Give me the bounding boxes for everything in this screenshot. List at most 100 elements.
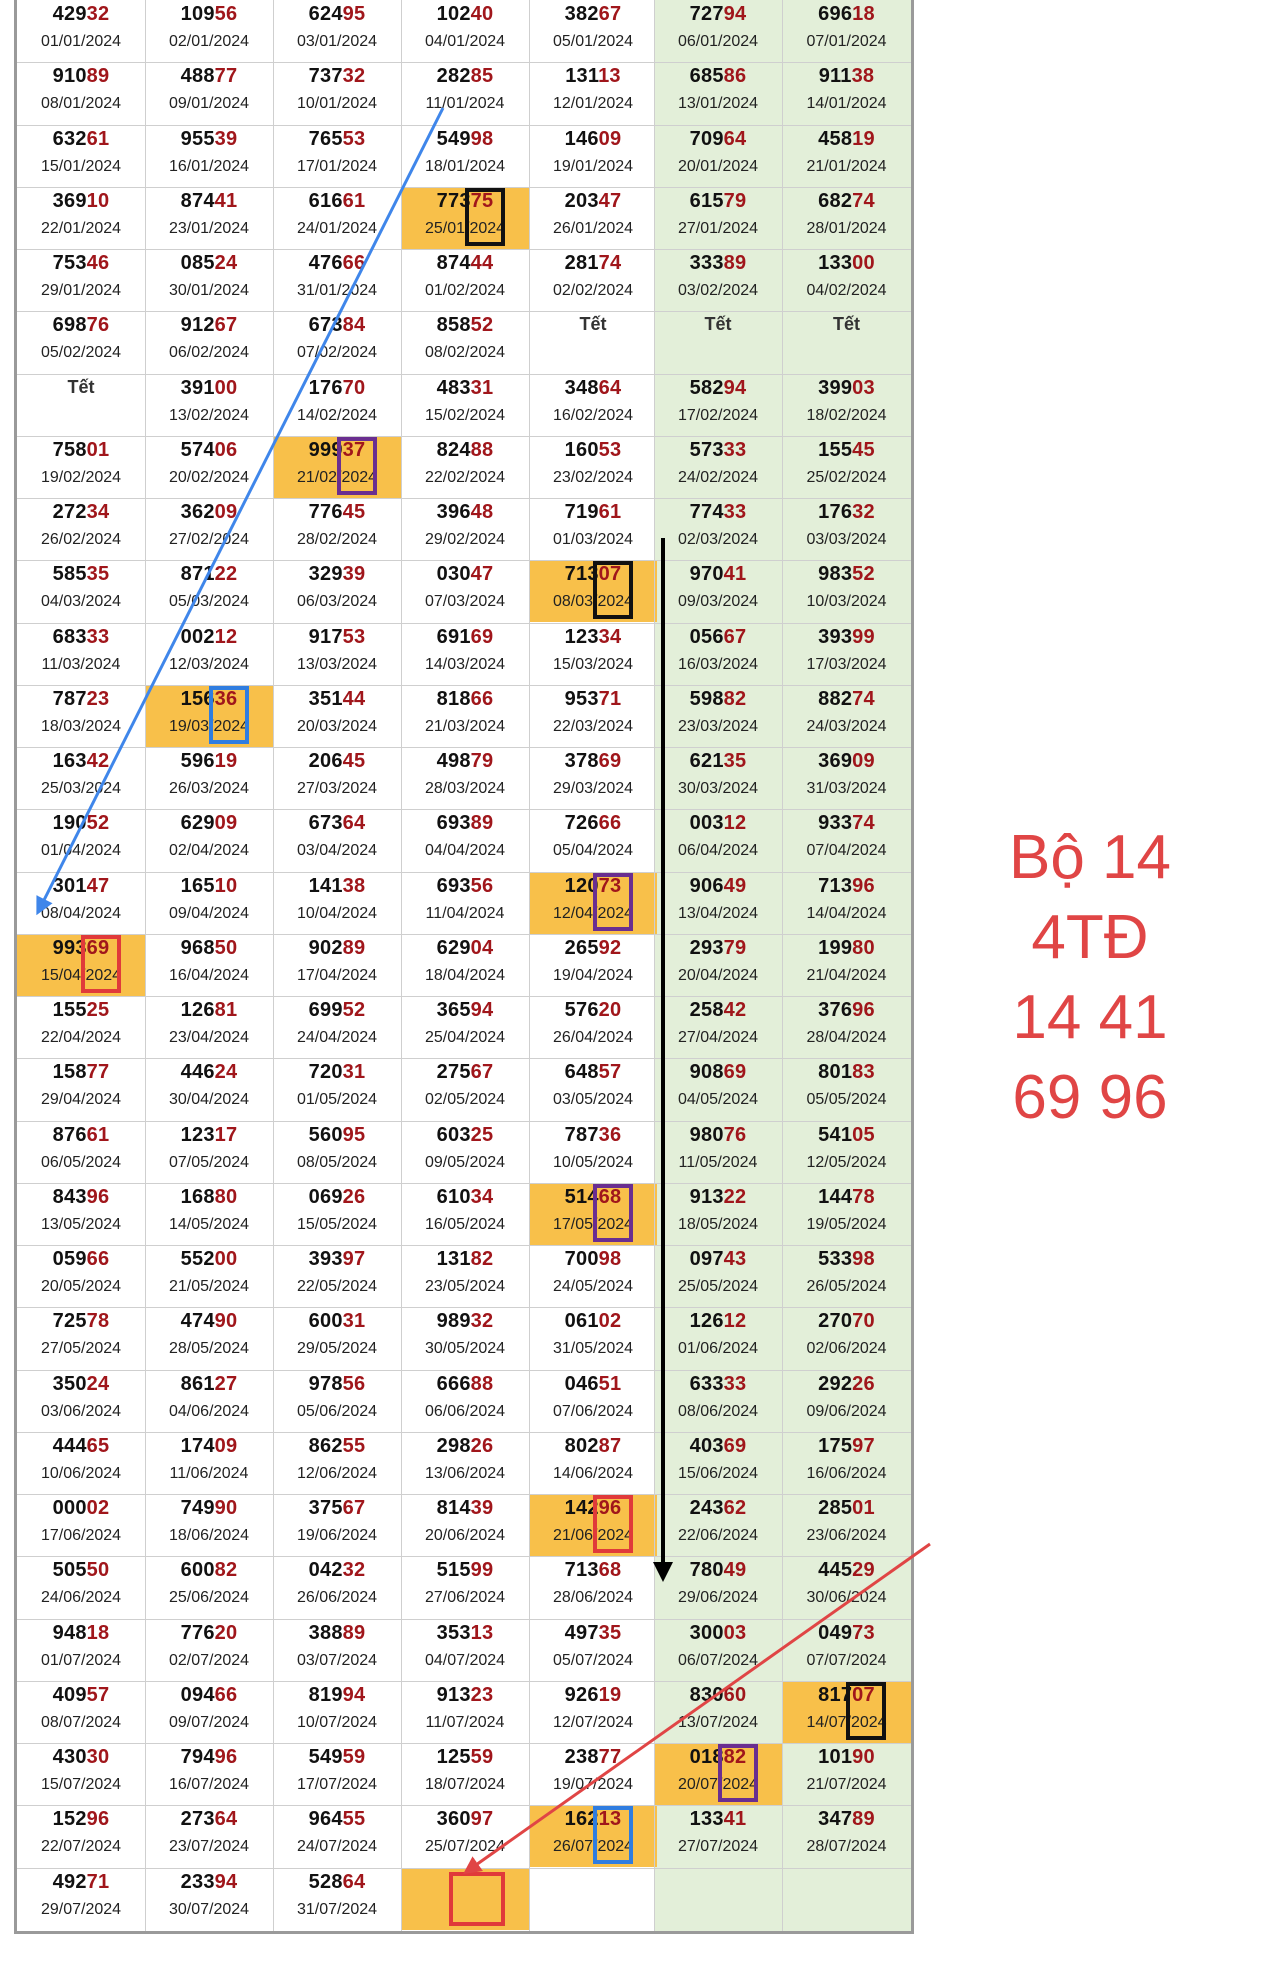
result-number: 16880 (145, 1186, 273, 1208)
number-tail: 09 (214, 501, 238, 523)
result-number: 14609 (529, 128, 657, 150)
number-head: 574 (180, 438, 215, 461)
number-head: 446 (180, 1061, 215, 1084)
number-head: 633 (689, 1372, 724, 1395)
result-number: 77433 (654, 501, 782, 523)
result-number: 13182 (401, 1248, 529, 1270)
number-tail: 74 (852, 687, 875, 710)
result-date: 23/01/2024 (168, 219, 250, 237)
number-head: 265 (564, 936, 599, 959)
result-date: 20/01/2024 (677, 157, 759, 175)
number-head: 699 (308, 999, 343, 1021)
number-head: 776 (308, 501, 343, 523)
result-date: 07/01/2024 (806, 33, 887, 50)
number-tail: 53 (342, 127, 366, 150)
highlight-box-black (593, 561, 633, 620)
number-head: 168 (180, 1185, 215, 1208)
result-number: 69876 (17, 314, 145, 336)
number-tail: 00 (852, 252, 875, 274)
number-head: 123 (180, 1123, 215, 1146)
result-number: 16510 (145, 875, 273, 897)
result-date: 28/02/2024 (296, 531, 378, 548)
result-date: 29/03/2024 (552, 780, 634, 797)
result-number: 85852 (401, 314, 529, 336)
result-date: 17/02/2024 (677, 406, 759, 424)
result-number: 17409 (145, 1435, 273, 1457)
number-tail: 53 (598, 438, 622, 461)
number-tail: 07 (598, 563, 622, 586)
number-head: 906 (689, 874, 724, 897)
result-number: 62904 (401, 937, 529, 959)
number-head: 933 (818, 812, 853, 835)
number-tail: 52 (86, 812, 110, 835)
number-head: 912 (180, 314, 215, 337)
result-number: 62495 (273, 3, 401, 25)
result-date: 09/04/2024 (168, 904, 250, 922)
result-date: 14/06/2024 (552, 1464, 634, 1482)
result-number: 34864 (529, 377, 657, 399)
number-head: 163 (52, 750, 87, 772)
result-number: 39399 (782, 626, 911, 648)
result-date: 08/03/2024 (552, 593, 634, 611)
result-number: 29379 (654, 937, 782, 959)
number-tail: 68 (598, 1185, 622, 1208)
number-head: 693 (436, 874, 471, 897)
result-date: 14/04/2024 (806, 904, 887, 922)
number-tail: 56 (342, 1372, 366, 1395)
number-tail: 99 (852, 625, 875, 648)
number-tail: 88 (470, 1372, 494, 1395)
number-head: 582 (689, 376, 724, 399)
number-head: 203 (564, 189, 599, 212)
result-date: 20/05/2024 (40, 1278, 122, 1295)
number-head: 673 (308, 314, 343, 337)
result-date: 06/04/2024 (677, 842, 759, 860)
result-date: 27/04/2024 (677, 1029, 759, 1046)
result-number: 67364 (273, 812, 401, 834)
result-date: 23/05/2024 (424, 1278, 506, 1295)
number-tail: 01 (86, 438, 110, 461)
result-date: 07/05/2024 (168, 1153, 250, 1171)
result-date: 28/04/2024 (806, 1029, 887, 1046)
result-date: 19/05/2024 (806, 1215, 887, 1233)
number-tail: 51 (598, 1372, 622, 1395)
result-date: 26/01/2024 (552, 219, 634, 237)
result-number: 59882 (654, 688, 782, 710)
number-tail: 56 (470, 874, 494, 897)
number-head: 913 (689, 1185, 724, 1208)
number-head: 693 (436, 812, 471, 835)
number-tail: 33 (723, 501, 747, 523)
weekend-column-sat (654, 0, 782, 1931)
number-head: 953 (564, 687, 599, 710)
result-date: 17/06/2024 (40, 1527, 122, 1544)
number-tail: 18 (852, 3, 875, 25)
number-tail: 09 (214, 812, 238, 835)
result-number: 90649 (654, 875, 782, 897)
result-date: 07/06/2024 (552, 1402, 634, 1420)
number-head: 774 (689, 501, 724, 523)
result-number: 93374 (782, 812, 911, 834)
number-tail: 26 (852, 1372, 875, 1395)
number-head: 144 (818, 1185, 853, 1208)
result-date: 24/02/2024 (677, 468, 759, 486)
result-date: 31/03/2024 (806, 780, 887, 797)
number-head: 429 (52, 3, 87, 25)
result-number: 15545 (782, 439, 911, 461)
result-date: 18/03/2024 (40, 717, 122, 735)
result-date: 02/04/2024 (168, 842, 250, 860)
number-head: 549 (436, 127, 471, 150)
number-head: 396 (436, 501, 471, 523)
table-cell: Tết (654, 311, 782, 373)
